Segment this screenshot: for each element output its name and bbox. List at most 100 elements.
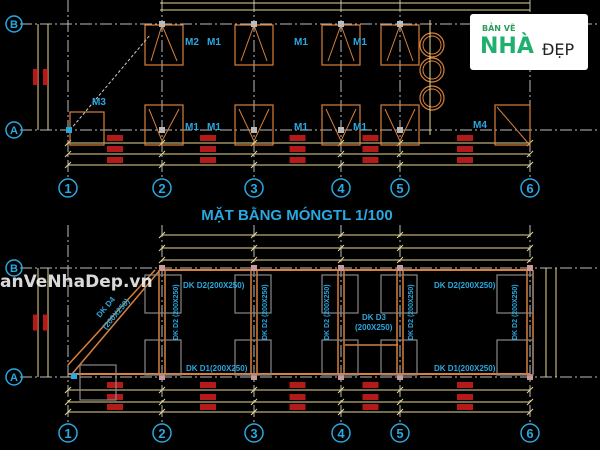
pile-circle bbox=[422, 88, 442, 108]
beam-label: DK D1(200X250) bbox=[186, 364, 248, 373]
column bbox=[159, 265, 165, 271]
footing-outline bbox=[380, 274, 418, 314]
footing-hatch bbox=[325, 108, 342, 142]
pile-circle bbox=[419, 32, 445, 58]
dimension-tick bbox=[158, 256, 166, 264]
footing bbox=[380, 104, 420, 146]
pile-circle bbox=[419, 57, 445, 83]
dimension-tick bbox=[337, 408, 345, 416]
column bbox=[71, 373, 77, 379]
footing bbox=[144, 104, 184, 146]
dimension-tick bbox=[337, 244, 345, 252]
column bbox=[397, 127, 403, 133]
grid-label-6: 6 bbox=[526, 426, 533, 441]
dimension-value bbox=[457, 394, 473, 400]
grid-label-5: 5 bbox=[396, 181, 403, 196]
dimension-tick bbox=[337, 161, 345, 169]
column bbox=[251, 374, 257, 380]
column bbox=[251, 265, 257, 271]
beam-label: DK D2 (200X250) bbox=[324, 284, 331, 340]
dimension-tick bbox=[64, 386, 72, 394]
beam-label: DK D2 (200X250) bbox=[408, 284, 415, 340]
beam-label: DK D1(200X250) bbox=[434, 364, 496, 373]
footing-hatch bbox=[384, 108, 401, 142]
grid-bubble-2 bbox=[152, 423, 172, 443]
dimension-tick bbox=[396, 231, 404, 239]
dimension-tick bbox=[64, 161, 72, 169]
footing-hatch bbox=[253, 108, 270, 142]
dimension-value bbox=[43, 69, 48, 85]
dimension-tick bbox=[250, 244, 258, 252]
footing bbox=[69, 111, 105, 146]
dimension-tick bbox=[158, 244, 166, 252]
dimension-tick bbox=[396, 161, 404, 169]
grid-label-B: B bbox=[10, 19, 18, 31]
column bbox=[338, 265, 344, 271]
footing-hatch bbox=[399, 24, 414, 62]
dimension-value bbox=[289, 157, 306, 163]
footing-label: M1 bbox=[353, 37, 367, 48]
dimension-value bbox=[289, 404, 306, 410]
beam-label: DK D3 bbox=[362, 313, 387, 322]
diagonal-wall bbox=[69, 34, 151, 131]
grid-bubble-1 bbox=[58, 178, 78, 198]
grid-bubble-6 bbox=[520, 423, 540, 443]
footing-outline bbox=[144, 339, 182, 376]
dimension-tick bbox=[396, 244, 404, 252]
dimension-tick bbox=[526, 244, 534, 252]
column bbox=[397, 265, 403, 271]
grid-label-B: B bbox=[10, 263, 18, 275]
logo-text: NHÀ bbox=[480, 34, 534, 59]
dimension-tick bbox=[526, 408, 534, 416]
footing-outline bbox=[234, 339, 272, 376]
dimension-tick bbox=[250, 386, 258, 394]
dimension-value bbox=[289, 135, 306, 141]
dimension-value bbox=[457, 157, 473, 163]
dimension-tick bbox=[250, 161, 258, 169]
dimension-value bbox=[457, 135, 473, 141]
column bbox=[397, 374, 403, 380]
grid-bubble-B bbox=[5, 15, 23, 33]
dimension-tick bbox=[64, 398, 72, 406]
footing bbox=[234, 104, 274, 146]
footing-label: M1 bbox=[207, 37, 221, 48]
logo-text: BẢN VẼ bbox=[482, 24, 516, 33]
dimension-value bbox=[43, 314, 48, 331]
footing-hatch bbox=[148, 108, 163, 142]
footing-hatch bbox=[238, 108, 255, 142]
dimension-value bbox=[200, 157, 216, 163]
dimension-tick bbox=[396, 150, 404, 158]
dimension-tick bbox=[250, 256, 258, 264]
dimension-tick bbox=[250, 231, 258, 239]
dimension-value bbox=[362, 135, 379, 141]
pile-circle bbox=[419, 85, 445, 111]
dimension-value bbox=[107, 146, 123, 152]
dimension-tick bbox=[158, 408, 166, 416]
dimension-value bbox=[200, 382, 216, 388]
footing-hatch bbox=[240, 24, 255, 62]
footing-hatch bbox=[496, 106, 529, 144]
column bbox=[251, 21, 257, 27]
grid-label-1: 1 bbox=[64, 181, 71, 196]
footing-hatch bbox=[340, 108, 357, 142]
beam-label: DK D2(200X250) bbox=[183, 281, 245, 290]
dimension-tick bbox=[64, 150, 72, 158]
footing-label-m4: M4 bbox=[473, 120, 487, 131]
dimension-value bbox=[200, 146, 216, 152]
footing-hatch bbox=[161, 108, 180, 142]
grid-bubble-3 bbox=[244, 423, 264, 443]
column bbox=[159, 21, 165, 27]
grid-bubble-A bbox=[5, 368, 23, 386]
dimension-tick bbox=[396, 256, 404, 264]
pile-circle bbox=[422, 35, 442, 55]
dimension-value bbox=[362, 157, 379, 163]
dimension-tick bbox=[526, 398, 534, 406]
footing-outline bbox=[321, 339, 359, 376]
dimension-tick bbox=[158, 231, 166, 239]
grid-label-A: A bbox=[10, 125, 18, 137]
dimension-value bbox=[362, 394, 379, 400]
logo: BẢN VẼ NHÀ ĐẸP bbox=[470, 14, 588, 70]
beam-label: DK D2 (200X250) bbox=[262, 284, 269, 340]
footing-hatch bbox=[327, 24, 342, 62]
